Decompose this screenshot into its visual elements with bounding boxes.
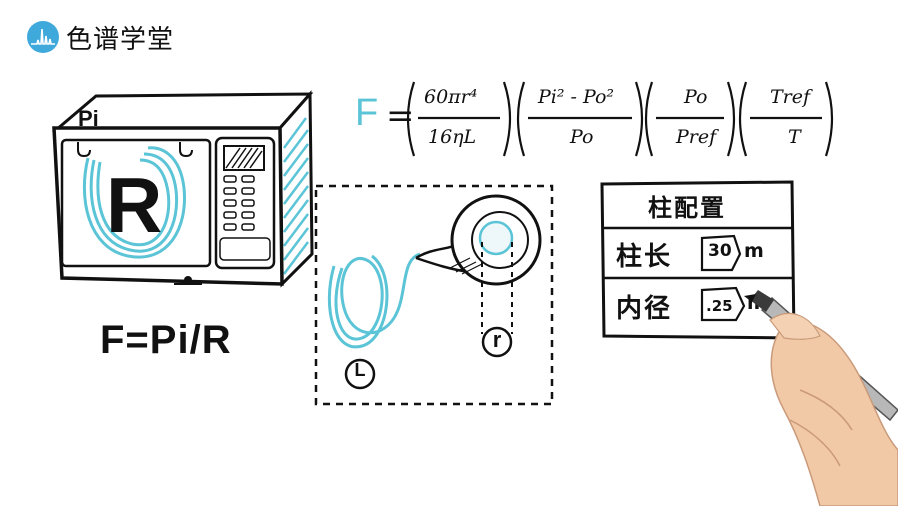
column-length-label: 柱长: [616, 242, 673, 272]
term4-denominator: T: [788, 126, 801, 148]
hand-with-marker: [744, 290, 898, 506]
inlet-pressure-label: Pi: [78, 106, 99, 131]
length-label: L: [354, 360, 366, 380]
inner-diameter-label: 内径: [616, 294, 673, 324]
term2-numerator: Pi² - Po²: [538, 86, 615, 108]
radius-label: r: [492, 327, 502, 352]
term3-numerator: Po: [684, 86, 708, 108]
column-diagram: [314, 184, 554, 406]
gc-instrument-drawing: [51, 90, 314, 288]
equation-brackets: [406, 81, 834, 157]
term4-numerator: Tref: [770, 86, 811, 108]
config-title: 柱配置: [648, 194, 726, 222]
equation-lhs: F: [355, 92, 379, 134]
logo-text: 色谱学堂: [66, 25, 175, 55]
term1-denominator: 16ηL: [428, 126, 477, 148]
column-length-value: 30: [708, 241, 732, 261]
chromatogram-icon: [27, 21, 59, 53]
inner-diameter-value: .25: [706, 297, 733, 315]
resistance-label: R: [106, 161, 163, 249]
term2-denominator: Po: [570, 126, 594, 148]
term3-denominator: Pref: [676, 126, 717, 148]
column-config-card: [600, 180, 796, 340]
term1-numerator: 60πr⁴: [424, 86, 478, 108]
flow-formula: F=Pi/R: [100, 318, 232, 362]
column-length-unit: m: [744, 240, 764, 262]
